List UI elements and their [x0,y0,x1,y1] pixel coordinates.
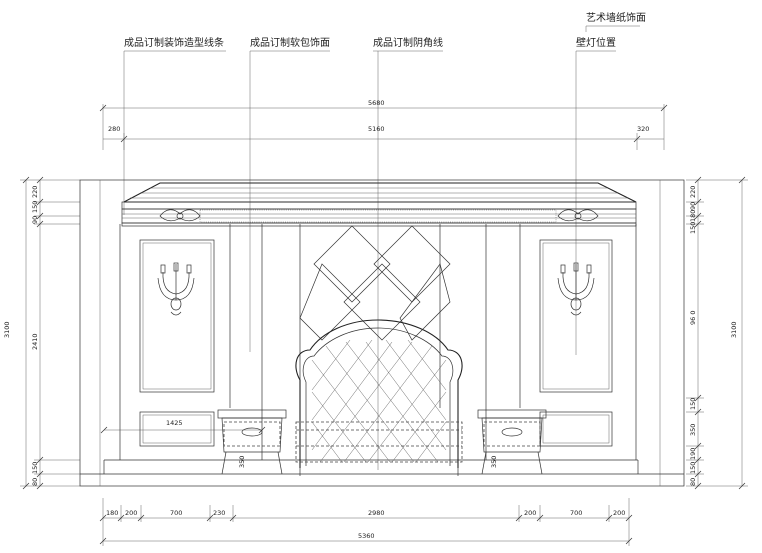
dim-left-3100: 3100 [3,321,11,338]
dim-bottom-180: 180 [106,509,118,517]
callout-cornice: 成品订制阴角线 [373,36,443,49]
dim-left-150: 150 [31,201,39,213]
nightstand-left [217,409,287,475]
dim-left-220: 220 [31,186,39,198]
dim-top-right-offset: 320 [637,125,649,133]
bottom-dimensions [99,498,633,546]
dim-left-150b: 150 [31,462,39,474]
callout-molding: 成品订制装饰造型线条 [124,36,224,49]
dim-interior-350a: 350 [238,456,246,468]
dim-right-960: 96 0 [689,311,697,325]
callout-sconce: 壁灯位置 [576,36,616,49]
dim-right-190: 190 [689,448,697,460]
dim-interior-350b: 350 [490,456,498,468]
callout-wallpaper: 艺术墙纸饰面 [586,11,646,24]
left-dimensions [20,176,80,490]
dim-bottom-700a: 700 [170,509,182,517]
top-dimensions [99,104,668,150]
right-dimensions [686,176,748,490]
dim-top-inner: 5160 [368,125,385,133]
dim-right-350: 350 [689,424,697,436]
dim-bottom-200c: 200 [613,509,625,517]
dim-bottom-230: 230 [213,509,225,517]
bed-headboard [295,319,463,468]
interior-dim-1425 [100,426,266,434]
dim-right-150d: 150 [689,462,697,474]
dim-top-left-offset: 280 [108,125,120,133]
callout-soft-panel: 成品订制软包饰面 [250,36,330,49]
dim-right-220: 220 [689,186,697,198]
right-wall-panel [539,239,613,447]
dim-bottom-700b: 700 [570,509,582,517]
dim-right-80: 80 [689,478,697,486]
dim-left-90: 90 [31,216,39,224]
nightstand-right [477,409,547,475]
dim-right-150c: 150 [689,398,697,410]
dim-right-3100: 3100 [730,321,738,338]
dim-interior-1425: 1425 [166,419,183,427]
dim-right-90: 90 [689,202,697,210]
callout-leaders [123,25,640,470]
left-wall-panel [139,239,215,447]
dim-left-2410: 2410 [31,333,39,350]
wall-elevation [79,179,685,487]
dim-right-150: 150 [689,222,697,234]
dim-bottom-200a: 200 [125,509,137,517]
soft-panel-strips [229,224,521,460]
dim-left-80: 80 [31,478,39,486]
dim-top-overall: 5680 [368,99,385,107]
dim-bottom-2980: 2980 [368,509,385,517]
headboard-diamonds [299,225,451,341]
bed-base [295,421,463,476]
dim-bottom-200b: 200 [524,509,536,517]
dim-bottom-overall: 5360 [358,532,375,540]
ceiling-cornice [121,182,637,227]
dim-right-180: 180 [689,210,697,222]
